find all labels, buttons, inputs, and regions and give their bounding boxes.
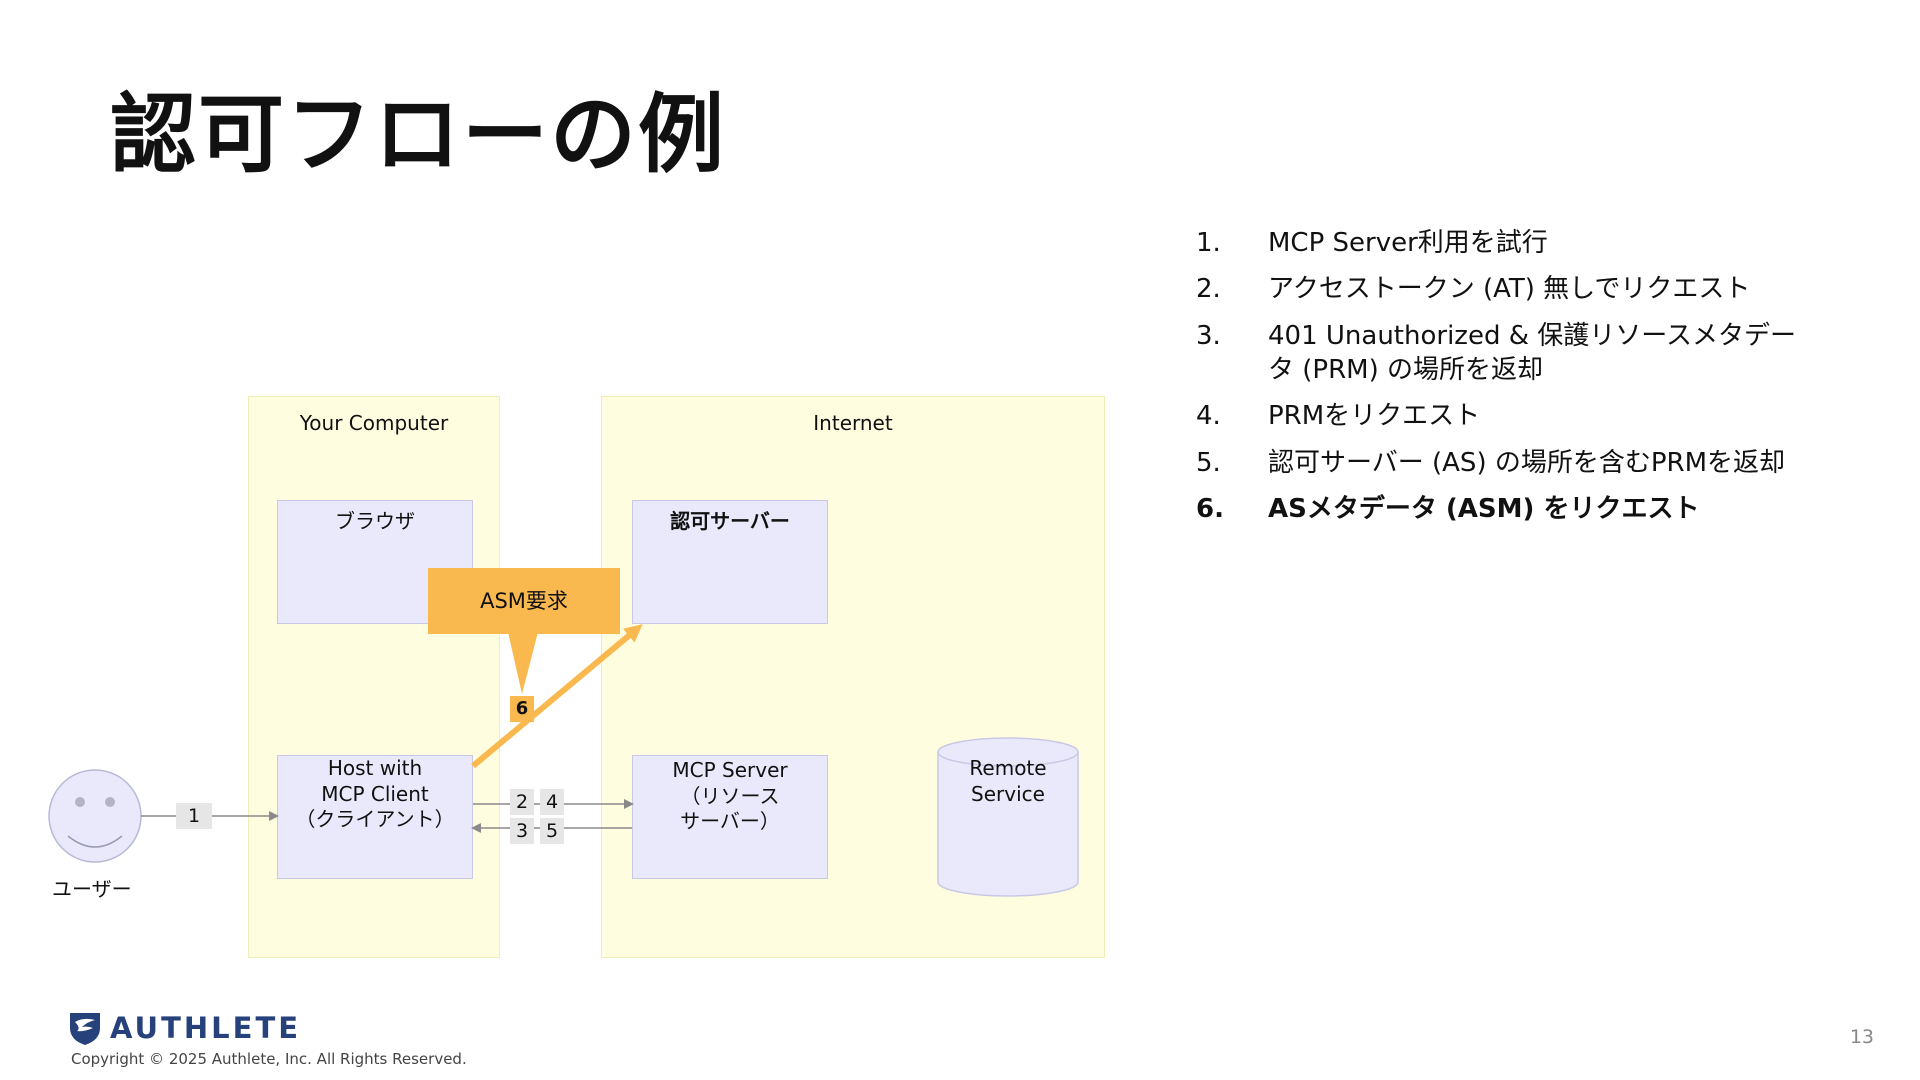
remote-service-line-1: Remote <box>969 756 1047 780</box>
step-number: 2. <box>1196 274 1221 305</box>
auth-server-node-label: 認可サーバー <box>670 509 790 533</box>
copyright-text: Copyright © 2025 Authlete, Inc. All Righ… <box>71 1050 467 1068</box>
edge-label-5: 5 <box>540 818 564 844</box>
authlete-brand-text: AUTHLETE <box>110 1011 302 1045</box>
step-text: MCP Server利用を試行 <box>1268 228 1548 258</box>
your-computer-zone-label: Your Computer <box>299 411 449 435</box>
step-text: 401 Unauthorized & 保護リソースメタデータ (PRM) の場所… <box>1268 320 1796 385</box>
host-client-line-2: MCP Client <box>321 781 429 806</box>
edge-label-1: 1 <box>176 803 212 829</box>
mcp-server-line-2: （リソース <box>680 783 780 808</box>
mcp-server-line-3: サーバー） <box>680 809 780 834</box>
arrow-host-to-auth-server <box>471 624 643 769</box>
authlete-bird-shield-icon <box>70 1013 100 1045</box>
step-number: 1. <box>1196 228 1221 258</box>
auth-server-node: 認可サーバー <box>632 500 828 624</box>
host-client-line-1: Host with <box>327 756 423 780</box>
step-text: 認可サーバー (AS) の場所を含むPRMを返却 <box>1268 447 1786 478</box>
edge-label-3: 3 <box>510 818 534 844</box>
step-list: 1. MCP Server利用を試行 2. アクセストークン (AT) 無しでリ… <box>1196 226 1816 538</box>
callout-tail <box>508 632 538 694</box>
step-item-3: 3. 401 Unauthorized & 保護リソースメタデータ (PRM) … <box>1196 319 1816 388</box>
step-item-6: 6. ASメタデータ (ASM) をリクエスト <box>1196 492 1816 526</box>
asm-request-callout: ASM要求 <box>428 568 620 634</box>
user-label: ユーザー <box>52 877 132 901</box>
edge-label-2: 2 <box>510 789 534 815</box>
step-item-2: 2. アクセストークン (AT) 無しでリクエスト <box>1196 272 1816 306</box>
step-item-4: 4. PRMをリクエスト <box>1196 399 1816 433</box>
remote-service-label: Remote Service <box>940 756 1076 807</box>
step-text: アクセストークン (AT) 無しでリクエスト <box>1268 274 1751 305</box>
page-number: 13 <box>1849 1026 1874 1048</box>
mcp-server-line-1: MCP Server <box>672 758 788 782</box>
step-text: ASメタデータ (ASM) をリクエスト <box>1268 493 1700 524</box>
step-number: 3. <box>1196 320 1221 351</box>
step-6-badge: 6 <box>510 696 534 722</box>
step-text: PRMをリクエスト <box>1268 401 1481 432</box>
step-number: 4. <box>1196 401 1221 432</box>
edge-label-4: 4 <box>540 789 564 815</box>
host-client-node: Host with MCP Client （クライアント） <box>277 755 473 879</box>
authlete-logo: AUTHLETE <box>68 1010 301 1046</box>
mcp-server-node: MCP Server （リソース サーバー） <box>632 755 828 879</box>
slide-title: 認可フローの例 <box>110 85 726 185</box>
user-face-icon <box>48 769 142 863</box>
step-item-5: 5. 認可サーバー (AS) の場所を含むPRMを返却 <box>1196 446 1816 480</box>
browser-node-label: ブラウザ <box>335 509 415 533</box>
step-item-1: 1. MCP Server利用を試行 <box>1196 226 1816 260</box>
host-client-line-3: （クライアント） <box>295 807 455 832</box>
step-number: 6. <box>1196 493 1224 524</box>
remote-service-line-2: Service <box>971 781 1045 806</box>
step-number: 5. <box>1196 447 1221 478</box>
internet-zone-label: Internet <box>813 411 893 435</box>
remote-service-cylinder <box>937 737 1079 897</box>
